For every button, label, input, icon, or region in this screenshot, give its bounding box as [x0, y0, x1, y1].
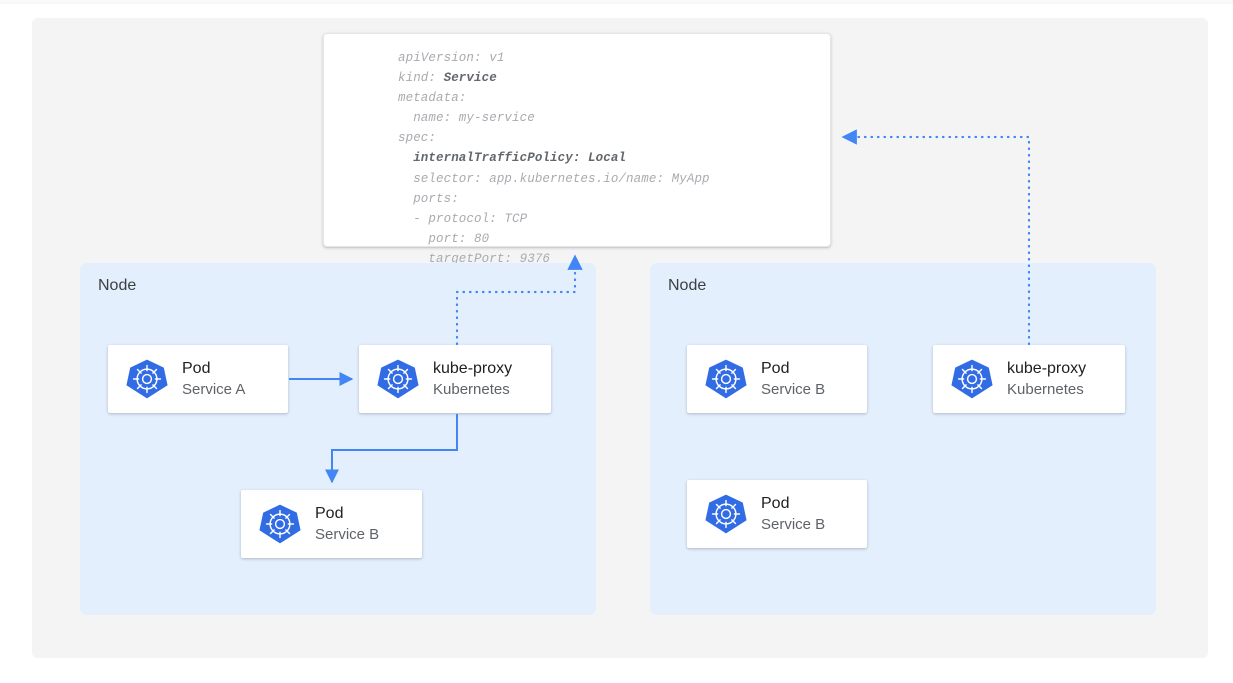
card-pod-service-b-right-bottom[interactable]: Pod Service B	[687, 480, 867, 548]
kubernetes-icon	[259, 503, 301, 545]
service-manifest-card: apiVersion: v1 kind: Service metadata: n…	[323, 33, 831, 266]
card-subtitle: Service B	[315, 525, 380, 543]
kubernetes-icon	[951, 358, 993, 400]
node-panel-right: Node	[650, 263, 1156, 615]
service-manifest-yaml: apiVersion: v1 kind: Service metadata: n…	[398, 51, 710, 266]
card-text: Pod Service B	[761, 359, 825, 400]
card-pod-service-b-left[interactable]: Pod Service B	[241, 490, 422, 558]
card-text: kube-proxy Kubernetes	[433, 359, 512, 400]
card-subtitle: Kubernetes	[433, 380, 510, 398]
node-label-left: Node	[98, 277, 137, 294]
card-title: kube-proxy	[433, 359, 513, 377]
card-kube-proxy-left[interactable]: kube-proxy Kubernetes	[359, 345, 551, 413]
card-text: Pod Service B	[761, 494, 825, 535]
card-title: kube-proxy	[1007, 359, 1087, 377]
card-subtitle: Service B	[761, 515, 826, 533]
node-panel-left: Node	[80, 263, 596, 615]
card-title: Pod	[761, 359, 790, 377]
card-subtitle: Kubernetes	[1007, 380, 1084, 398]
card-pod-service-b-right-top[interactable]: Pod Service B	[687, 345, 867, 413]
card-title: Pod	[761, 494, 790, 512]
card-kube-proxy-right[interactable]: kube-proxy Kubernetes	[933, 345, 1125, 413]
kubernetes-icon	[705, 358, 747, 400]
card-pod-service-a[interactable]: Pod Service A	[108, 345, 288, 413]
node-label-right: Node	[668, 277, 707, 294]
card-text: Pod Service A	[182, 359, 245, 400]
card-text: Pod Service B	[315, 504, 379, 545]
card-title: Pod	[182, 359, 211, 377]
kubernetes-icon	[705, 493, 747, 535]
top-rule-divider	[0, 0, 1233, 4]
card-subtitle: Service B	[761, 380, 826, 398]
card-subtitle: Service A	[182, 380, 246, 398]
card-title: Pod	[315, 504, 344, 522]
kubernetes-icon	[377, 358, 419, 400]
card-text: kube-proxy Kubernetes	[1007, 359, 1086, 400]
kubernetes-icon	[126, 358, 168, 400]
